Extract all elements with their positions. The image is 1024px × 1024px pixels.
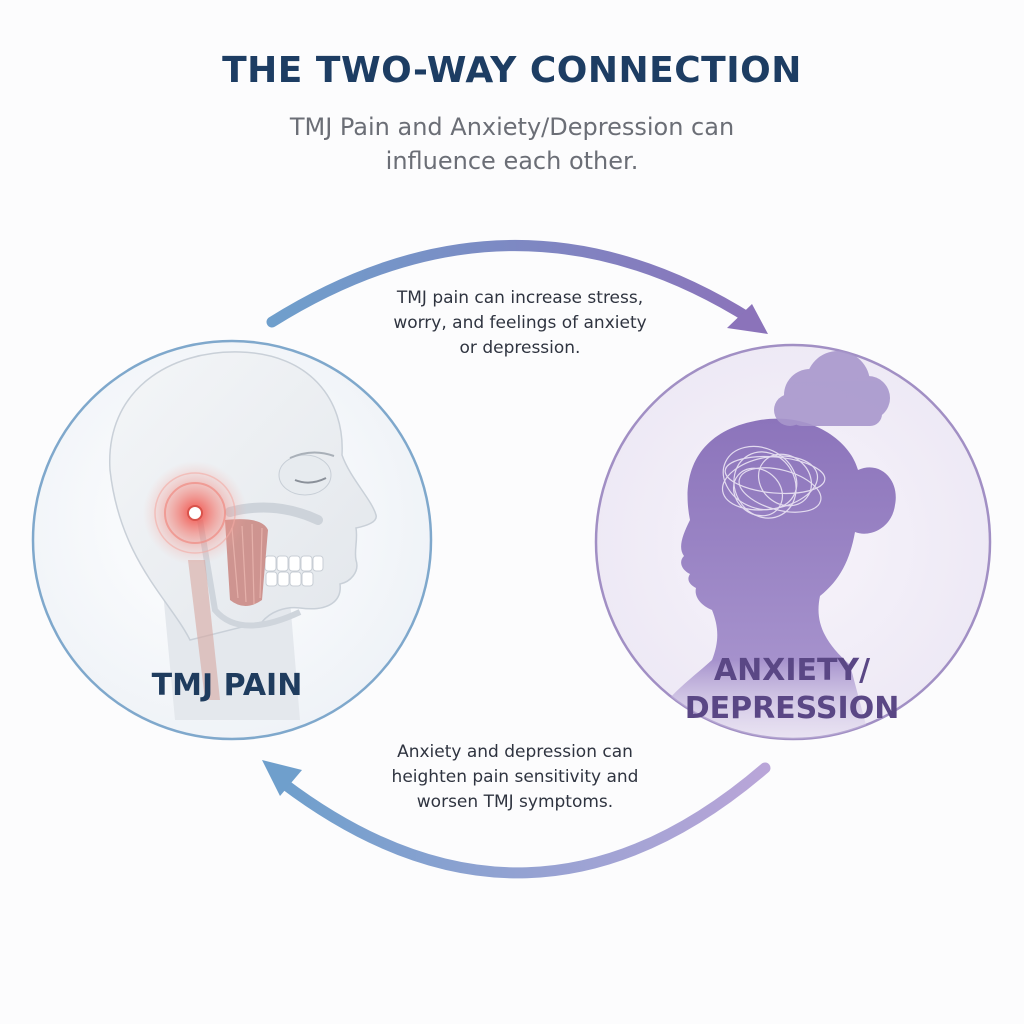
anxiety-label-line1: ANXIETY/ <box>713 653 871 688</box>
anxiety-label-line2: DEPRESSION <box>684 691 900 726</box>
arrowhead-right-icon <box>727 304 768 334</box>
arrow-anxiety-to-tmj <box>262 760 771 879</box>
edge-label-anxiety-to-tmj: Anxiety and depression can heighten pain… <box>391 742 639 812</box>
anxiety-depression-label: ANXIETY/ DEPRESSION <box>662 652 922 728</box>
page-subtitle: TMJ Pain and Anxiety/Depression can infl… <box>289 113 735 175</box>
woman-silhouette-icon <box>640 351 896 739</box>
tmj-pain-node <box>31 339 433 741</box>
arrowhead-left-icon <box>262 760 302 796</box>
cloud-icon <box>774 351 890 426</box>
head-profile-icon <box>109 351 377 720</box>
page-title: THE TWO-WAY CONNECTION <box>222 50 802 91</box>
anxiety-depression-node <box>594 343 992 741</box>
tmj-pain-label: TMJ PAIN <box>151 668 303 703</box>
edge-label-tmj-to-anxiety: TMJ pain can increase stress, worry, and… <box>393 288 647 358</box>
arrow-tmj-to-anxiety <box>266 240 768 334</box>
